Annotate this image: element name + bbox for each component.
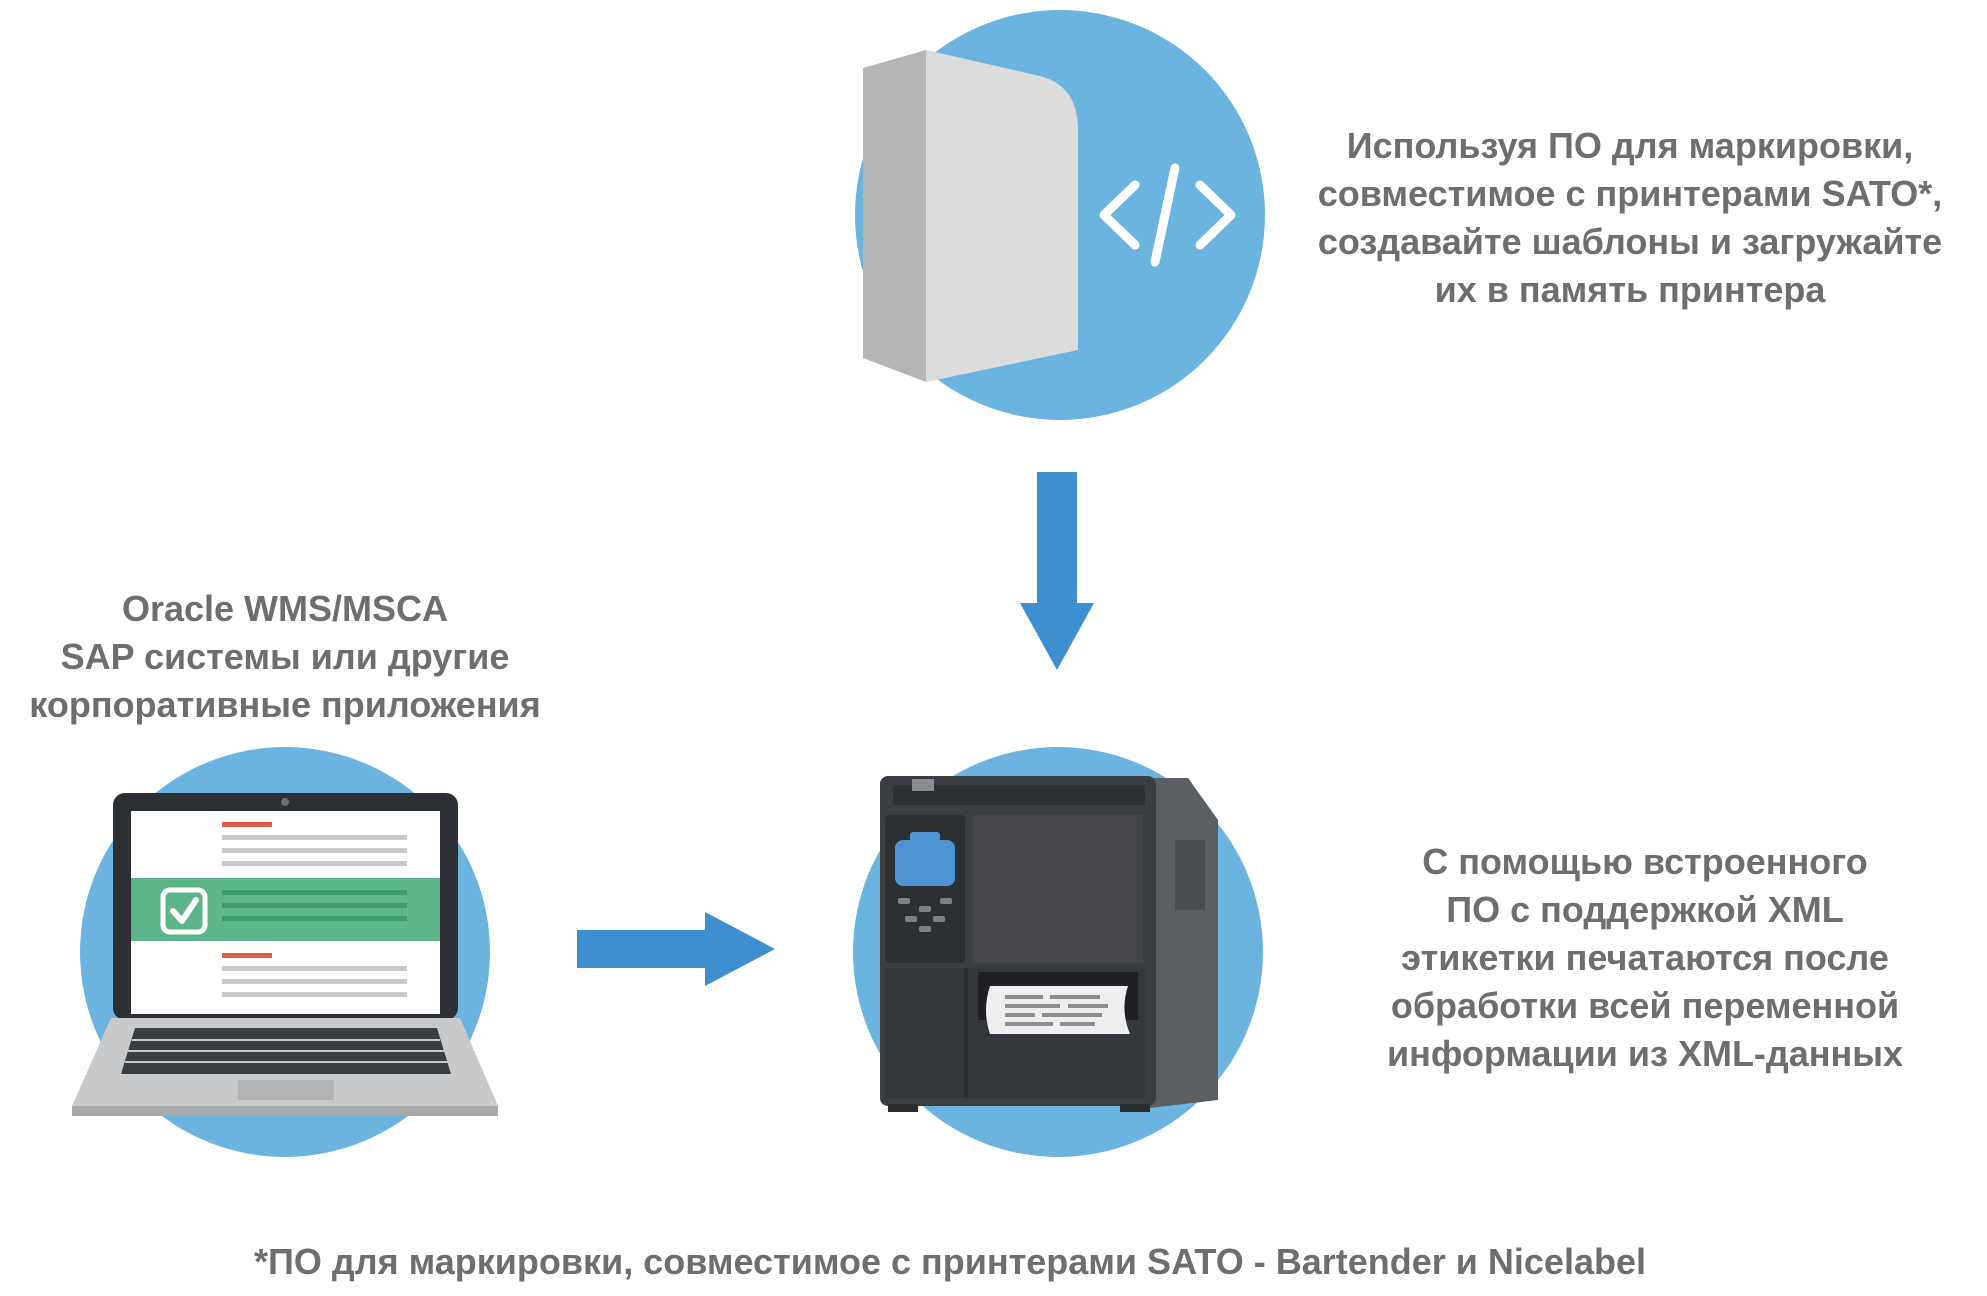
printer-caption: С помощью встроенного ПО с поддержкой XM…: [1355, 838, 1935, 1078]
enterprise-caption-line: Oracle WMS/MSCA: [121, 588, 449, 629]
printer-caption-line: обработки всей переменной: [1390, 985, 1900, 1026]
label-printer-icon: [853, 747, 1263, 1157]
printer-caption-line: этикетки печатаются после: [1401, 937, 1889, 978]
arrow-right-icon: [577, 912, 775, 986]
code-tag-icon: [1099, 163, 1236, 267]
software-caption-line: Используя ПО для маркировки,: [1346, 125, 1914, 166]
printer-caption-line: ПО с поддержкой XML: [1446, 889, 1844, 930]
printer-caption-line: С помощью встроенного: [1422, 841, 1868, 882]
software-caption-line: совместимое с принтерами SATO*,: [1317, 173, 1943, 214]
code-box-icon: [855, 10, 1265, 420]
enterprise-caption-line: SAP системы или другие: [60, 636, 510, 677]
arrow-down-icon: [1020, 472, 1094, 670]
software-caption: Используя ПО для маркировки, совместимое…: [1290, 122, 1970, 314]
software-caption-line: создавайте шаблоны и загружайте: [1317, 221, 1943, 262]
enterprise-caption: Oracle WMS/MSCA SAP системы или другие к…: [0, 585, 570, 729]
software-caption-line: их в память принтера: [1434, 269, 1826, 310]
enterprise-caption-line: корпоративные приложения: [29, 684, 541, 725]
footnote: *ПО для маркировки, совместимое с принте…: [254, 1241, 1646, 1282]
laptop-icon: [72, 747, 498, 1157]
printer-caption-line: информации из XML-данных: [1386, 1033, 1904, 1074]
